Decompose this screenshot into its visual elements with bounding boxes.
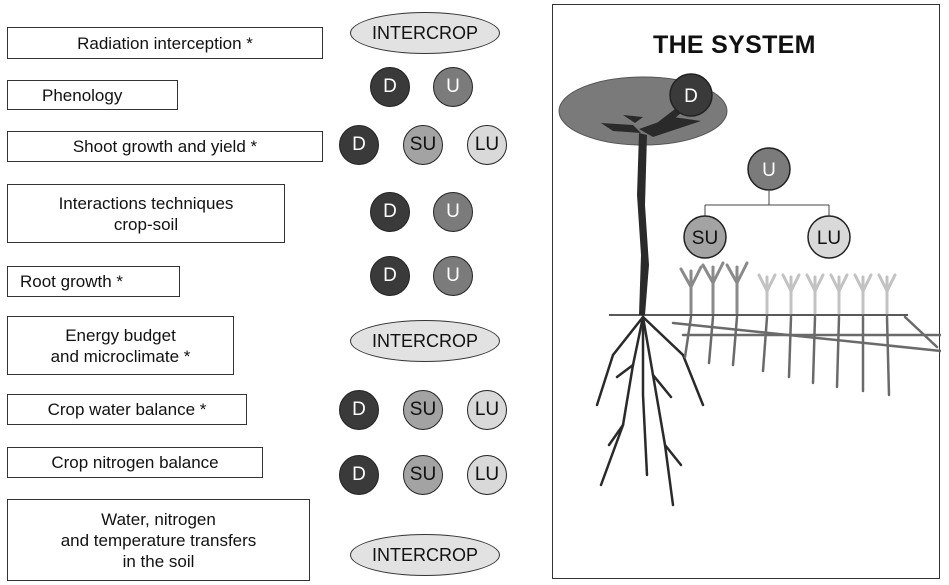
process-label-line2: crop-soil [113, 214, 179, 234]
system-sub-understory-circle [683, 215, 727, 259]
dominant-circle: D [370, 67, 410, 107]
low-understory-plants [757, 273, 897, 315]
low-understory-circle: LU [467, 390, 507, 430]
process-label-line2: and microclimate * [50, 346, 191, 366]
sub-understory-plants [679, 261, 749, 315]
intercrop-oval: INTERCROP [350, 534, 500, 576]
system-understory-label: U [762, 160, 776, 181]
process-label: Shoot growth and yield * [72, 137, 258, 156]
process-box-phenology: Phenology [7, 80, 178, 110]
dominant-crop-leaves [601, 109, 701, 137]
dominant-circle: D [339, 390, 379, 430]
system-sub-understory-label: SU [692, 228, 718, 249]
sub-understory-circle: SU [403, 125, 443, 165]
dominant-circle: D [339, 125, 379, 165]
process-box-crop-water-balance: Crop water balance * [7, 394, 247, 425]
dominant-circle: D [370, 192, 410, 232]
process-box-crop-nitrogen-balance: Crop nitrogen balance [7, 447, 263, 478]
understory-roots [671, 315, 941, 397]
system-dominant-circle [669, 73, 713, 117]
system-understory-circle [747, 147, 791, 191]
sub-understory-circle: SU [403, 390, 443, 430]
process-box-energy-budget: Energy budget and microclimate * [7, 316, 234, 375]
system-illustration: D U SU LU [558, 73, 941, 507]
understory-circle: U [433, 192, 473, 232]
process-label-line2: and temperature transfers [60, 530, 257, 550]
intercrop-oval: INTERCROP [350, 12, 500, 54]
process-box-root-growth: Root growth * [7, 266, 180, 297]
process-label-line1: Energy budget [65, 325, 176, 345]
process-label-line1: Interactions techniques [58, 193, 234, 213]
system-title: THE SYSTEM [653, 31, 816, 59]
system-low-understory-circle [807, 215, 851, 259]
process-label-line1: Water, nitrogen [101, 509, 216, 529]
process-box-interactions-techniques: Interactions techniques crop-soil [7, 184, 285, 243]
understory-circle: U [433, 67, 473, 107]
dominant-stem [637, 133, 649, 315]
system-dominant-label: D [684, 86, 698, 107]
system-low-understory-label: LU [817, 228, 841, 249]
process-box-radiation-interception: Radiation interception * [7, 27, 323, 59]
process-box-soil-transfers: Water, nitrogen and temperature transfer… [7, 499, 310, 581]
sub-understory-circle: SU [403, 455, 443, 495]
intercrop-oval: INTERCROP [350, 320, 500, 362]
process-label: Phenology [42, 85, 123, 105]
dominant-circle: D [339, 455, 379, 495]
process-label: Crop nitrogen balance [51, 453, 219, 472]
dominant-roots [595, 315, 705, 507]
understory-circle: U [433, 256, 473, 296]
dominant-circle: D [370, 256, 410, 296]
low-understory-circle: LU [467, 455, 507, 495]
process-label: Root growth * [20, 272, 123, 291]
system-panel: D U SU LU THE SYSTEM [552, 4, 941, 579]
hierarchy-connectors [704, 191, 830, 217]
process-label-line3: in the soil [122, 551, 195, 571]
process-label: Radiation interception * [77, 33, 253, 53]
process-box-shoot-growth: Shoot growth and yield * [7, 131, 323, 162]
low-understory-circle: LU [467, 125, 507, 165]
process-label: Crop water balance * [47, 400, 207, 419]
